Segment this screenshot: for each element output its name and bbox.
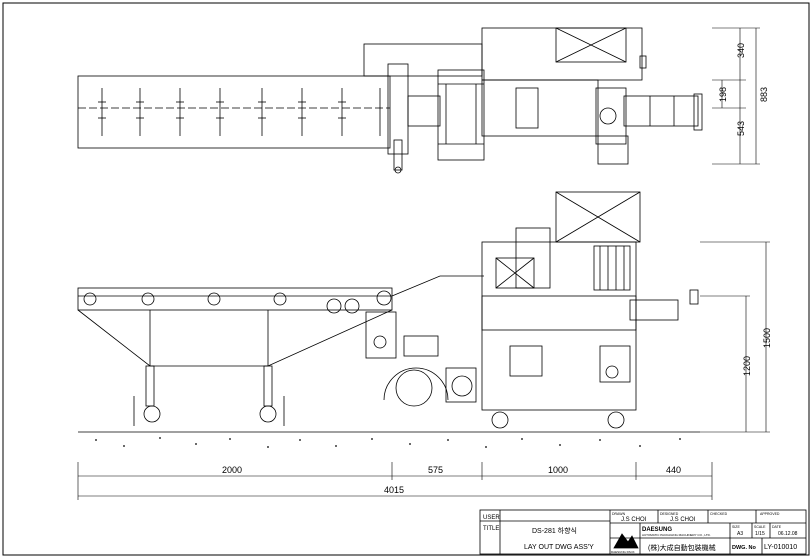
dim-883: 883	[759, 87, 769, 102]
tb-dwg-label: DWG. No	[732, 545, 756, 551]
tb-logo-text: DAESUNG PACK	[611, 550, 635, 554]
dim-2000: 2000	[222, 465, 242, 475]
plan-view	[77, 27, 703, 174]
tb-title-label: TITLE	[483, 526, 499, 532]
tb-checked-label: CHECKED	[710, 512, 728, 516]
dim-1500: 1500	[762, 328, 772, 348]
dim-340: 340	[736, 43, 746, 58]
tb-approved-label: APPROVED	[760, 512, 780, 516]
dim-1200: 1200	[742, 356, 752, 376]
dim-4015: 4015	[384, 485, 404, 495]
tb-date-label: DATE	[772, 525, 782, 529]
tb-company-cjk: (株)大成自動包裝機械	[648, 543, 716, 552]
dim-440: 440	[666, 465, 681, 475]
tb-drawn-by: J.S CHOI	[621, 517, 647, 523]
tb-scale-value: 1/15	[755, 531, 765, 537]
tb-scale-label: SCALE	[754, 525, 766, 529]
dim-543: 543	[736, 121, 746, 136]
tb-date-value: 06.12.08	[778, 531, 798, 537]
tb-company-name: DAESUNG	[642, 527, 672, 533]
tb-company-sub: AUTOMATIC PACKAGING MACHINERY CO., LTD.	[642, 533, 711, 537]
dim-1000: 1000	[548, 465, 568, 475]
tb-dwg-value: LY-010010	[764, 544, 797, 551]
floor-hatch	[95, 437, 681, 448]
tb-size-value: A3	[737, 531, 743, 537]
plan-dimensions	[712, 27, 760, 165]
side-view	[77, 191, 700, 433]
tb-designed-label: DESIGNED	[660, 512, 679, 516]
tb-designed-by: J.S CHOI	[670, 517, 696, 523]
tb-user-label: USER	[483, 515, 500, 521]
tb-title-line1: DS-281 하향식	[532, 526, 577, 535]
tb-drawn-label: DRAWN	[612, 512, 626, 516]
title-block	[479, 509, 807, 555]
dim-575: 575	[428, 465, 443, 475]
plan-conveyor-flights	[98, 88, 381, 136]
tb-size-label: SIZE	[732, 525, 740, 529]
side-dimensions	[77, 241, 770, 500]
dim-198: 198	[718, 87, 728, 102]
tb-title-line2: LAY OUT DWG ASS'Y	[524, 544, 594, 551]
